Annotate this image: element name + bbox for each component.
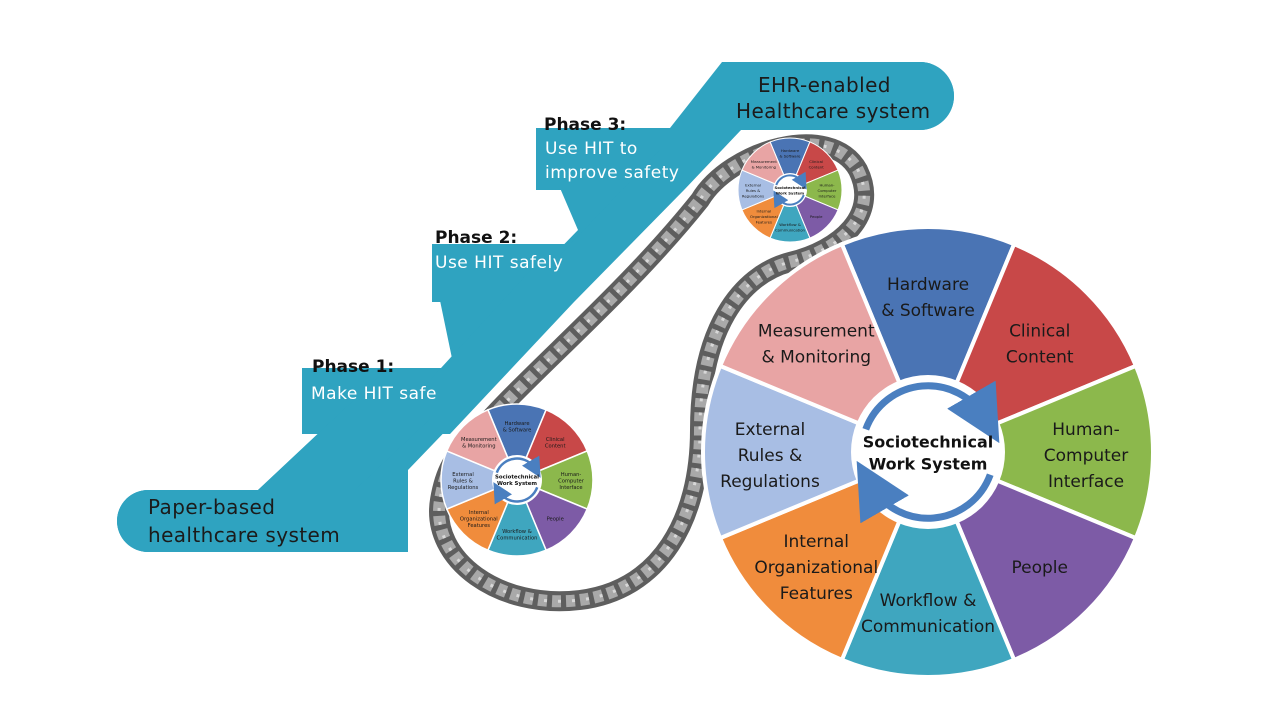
upper-mini-wheel-segment-label-0: Hardware& Software	[780, 148, 802, 159]
end-label: EHR-enabled Healthcare system	[736, 73, 930, 123]
start-pill	[117, 490, 355, 552]
wheel-cycle-arrow-top	[862, 380, 1000, 444]
stair-riser-2	[430, 260, 574, 434]
lower-mini-wheel-segment-6	[440, 449, 519, 511]
start-label-line-2: healthcare system	[148, 523, 340, 547]
stair-riser-4	[670, 62, 760, 190]
phase-3: Phase 3: Use HIT to improve safety	[544, 115, 679, 183]
end-label-line-1: EHR-enabled	[758, 73, 891, 97]
lower-mini-wheel-cycle-arrow-bottom	[493, 482, 539, 505]
end-label-line-2: Healthcare system	[736, 99, 930, 123]
start-label-line-1: Paper-based	[148, 495, 275, 519]
wheel-segment-4	[839, 446, 1017, 679]
lower-mini-wheel-segment-label-3: People	[547, 516, 564, 522]
phase-3-title: Phase 3:	[544, 115, 626, 135]
chain-pins	[437, 142, 866, 603]
phase-1-title: Phase 1:	[312, 357, 394, 377]
lower-mini-wheel-segment-label-0: Hardware& Software	[503, 421, 532, 434]
upper-mini-wheel-segment-label-4: Workflow &Communication	[775, 222, 806, 233]
lower-mini-wheel-segment-label-7: Measurement& Monitoring	[461, 437, 497, 450]
phase-3-text-line-1: Use HIT to	[545, 139, 638, 159]
lower-mini-wheel-segment-4	[486, 478, 548, 557]
wheel-segment-label-7: Measurement& Monitoring	[758, 321, 875, 367]
lower-mini-wheel-segment-label-4: Workflow &Communication	[497, 529, 538, 542]
wheel-segment-label-3: People	[1011, 558, 1067, 578]
stair-riser-3	[560, 150, 684, 302]
lower-mini-wheel-cycle-arrow-top	[495, 455, 541, 478]
upper-mini-wheel-cycle-arrow-top	[775, 171, 807, 190]
start-label: Paper-based healthcare system	[148, 495, 340, 547]
wheel-segment-6	[701, 363, 934, 541]
phase-2: Phase 2: Use HIT safely	[435, 228, 563, 273]
phase-3-text-line-2: improve safety	[545, 163, 679, 183]
wheel-segment-0	[839, 225, 1017, 458]
phase-2-text: Use HIT safely	[435, 253, 563, 273]
wheel-segment-label-4: Workflow &Communication	[861, 591, 995, 637]
phase-2-title: Phase 2:	[435, 228, 517, 248]
bicycle-chain	[429, 134, 874, 612]
wheel-segment-2	[922, 363, 1155, 541]
upper-mini-wheel-segment-label-7: Measurement& Monitoring	[751, 159, 778, 170]
wheel-cycle-arrow-bottom	[856, 460, 994, 524]
phase-1-text: Make HIT safe	[311, 384, 437, 404]
wheel-hub	[851, 375, 1005, 529]
stair-riser-1	[258, 368, 450, 490]
upper-mini-wheel-segment-label-3: People	[810, 214, 823, 219]
phase-1: Phase 1: Make HIT safe	[311, 357, 437, 404]
wheel-segment-label-0: Hardware& Software	[881, 275, 975, 321]
lower-mini-wheel-segment-2	[515, 449, 594, 511]
staircase-path	[117, 62, 954, 552]
end-pill	[722, 62, 954, 130]
lower-mini-wheel-segment-0	[486, 403, 548, 482]
upper-mini-wheel-cycle-arrow-bottom	[773, 190, 805, 209]
